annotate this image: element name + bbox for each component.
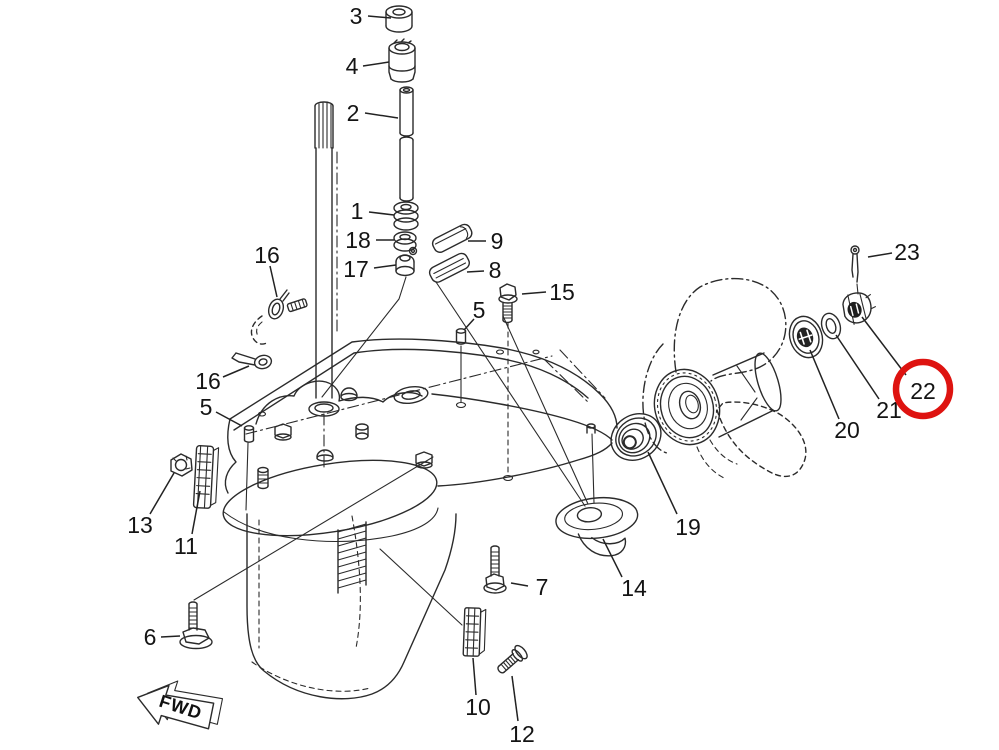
- washer-part-18: [393, 231, 418, 256]
- pin-part-5-left: [243, 425, 255, 511]
- reference-lines: [193, 276, 589, 626]
- propeller: [642, 277, 807, 480]
- grease-fitting: [257, 466, 269, 490]
- anode-part-10: [462, 607, 487, 657]
- pin-part-5-right: [455, 328, 467, 403]
- callout-4: 4: [346, 53, 359, 79]
- nut-part-13: [170, 453, 193, 477]
- callout-8: 8: [489, 257, 502, 283]
- leader-lines: [149, 15, 907, 722]
- callout-23: 23: [894, 239, 920, 265]
- callout-16-lower: 16: [195, 368, 221, 394]
- mount-part-9: [431, 223, 473, 253]
- washer-part-21: [820, 312, 842, 340]
- prop-nut-part-22: [842, 292, 877, 325]
- callout-17: 17: [343, 256, 369, 282]
- callout-5-right: 5: [473, 297, 486, 323]
- callout-3: 3: [350, 3, 363, 29]
- callout-18: 18: [345, 227, 371, 253]
- screw-part-12: [497, 644, 528, 674]
- bolt-part-7: [483, 545, 507, 594]
- gearcase-housing: [222, 338, 618, 700]
- callout-22: 22: [910, 378, 936, 404]
- callout-14: 14: [621, 575, 647, 601]
- water-intake-grill: [337, 521, 367, 594]
- callout-6: 6: [144, 624, 157, 650]
- callout-5-left: 5: [200, 394, 213, 420]
- callout-11: 11: [174, 533, 198, 559]
- cotter-pin-part-23: [850, 245, 860, 295]
- spring-part-1: [393, 201, 419, 231]
- bolt-part-15: [498, 283, 518, 477]
- callout-10: 10: [465, 694, 491, 720]
- clamp-part-16-upper: [267, 289, 308, 320]
- bolt-part-6: [179, 601, 213, 650]
- callout-13: 13: [127, 512, 153, 538]
- highlight-circle-part-22: [892, 358, 954, 420]
- fwd-arrow: [137, 680, 224, 730]
- water-hose: [250, 315, 269, 345]
- mount-part-8: [428, 252, 470, 283]
- anode-part-11: [192, 445, 220, 509]
- callout-1: 1: [351, 198, 364, 224]
- damper-part-17: [395, 254, 415, 277]
- callout-19: 19: [675, 514, 701, 540]
- callout-2: 2: [347, 100, 360, 126]
- driveshaft: [314, 101, 338, 469]
- sleeve-part-4: [388, 38, 416, 83]
- spinner-part-19: [610, 413, 662, 461]
- callout-20: 20: [834, 417, 860, 443]
- trim-tab-part-14: [555, 423, 639, 557]
- callout-9: 9: [491, 228, 504, 254]
- tube-part-2: [399, 86, 414, 202]
- callout-15: 15: [549, 279, 575, 305]
- callout-7: 7: [536, 574, 549, 600]
- clamp-part-16-lower: [231, 352, 273, 370]
- thrust-hub-part-20: [788, 315, 824, 359]
- bushing-part-3: [385, 5, 413, 33]
- callout-12: 12: [509, 721, 535, 747]
- callout-16-upper: 16: [254, 242, 280, 268]
